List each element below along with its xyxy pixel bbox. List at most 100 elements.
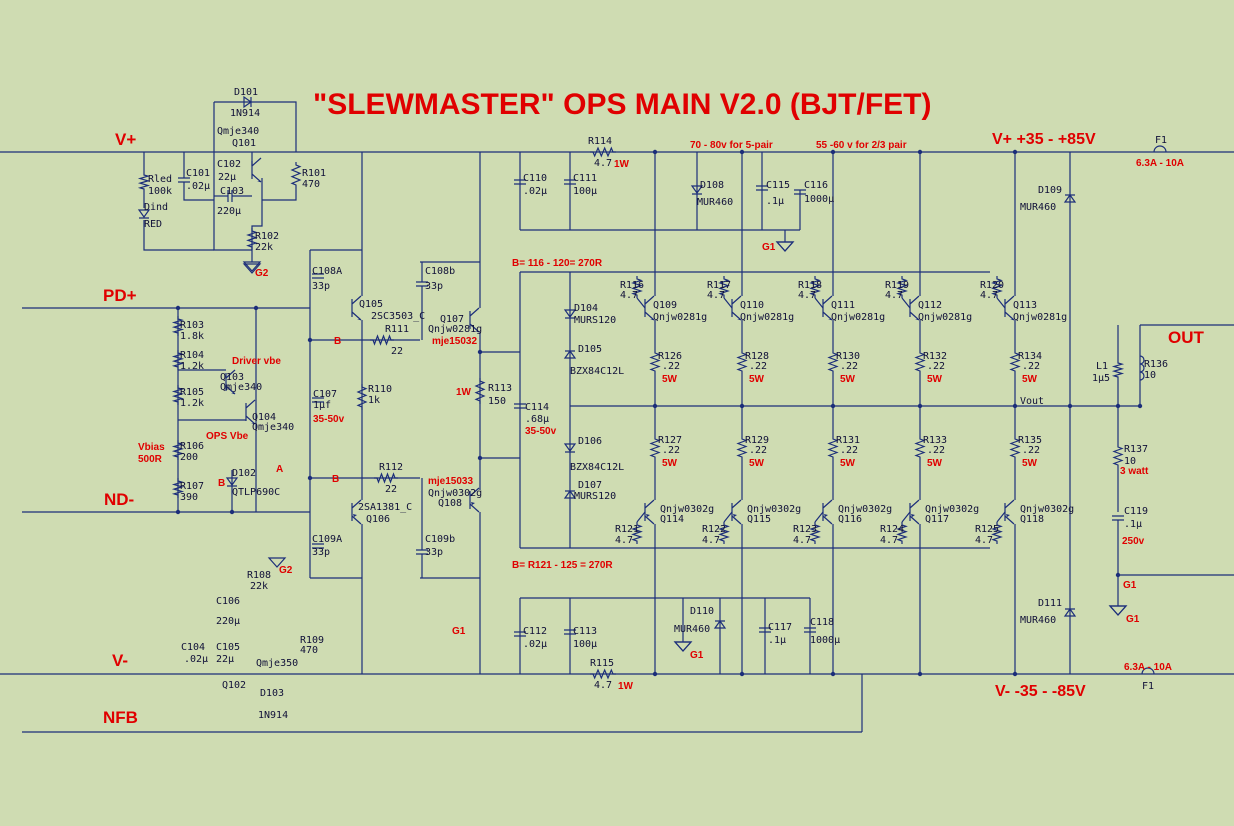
capacitor-c109a: [312, 543, 324, 549]
label-q105: 2SC3503_C: [371, 311, 425, 322]
wire: [183, 182, 214, 201]
label-f1a: F1: [1155, 135, 1167, 146]
label-q109: Q109: [653, 300, 677, 311]
capacitor-c107: [312, 397, 324, 403]
wire: [814, 511, 824, 523]
net-label-vplus: V+: [115, 130, 136, 149]
transistor-q118: [1004, 499, 1015, 525]
label-c107: C107: [313, 389, 337, 400]
label-q117-type: Qnjw0302g: [925, 504, 979, 515]
capacitor-c116: [794, 189, 806, 195]
label-q116-type: Qnjw0302g: [838, 504, 892, 515]
fuse-rating-bottom: 6.3A - 10A: [1124, 662, 1172, 673]
note-vbias-value: 500R: [138, 454, 163, 465]
label-r126-value: .22: [662, 361, 680, 372]
ground-symbol: [267, 557, 287, 568]
label-c105: C105: [216, 642, 240, 653]
label-d101: D101: [234, 87, 258, 98]
label-r121: R121: [615, 524, 639, 535]
diode-dind: [137, 209, 151, 219]
resistor-r128: [736, 350, 748, 374]
transistor-arrow: [257, 181, 261, 182]
label-q112: Q112: [918, 300, 942, 311]
label-r135-value: .22: [1022, 445, 1040, 456]
label-r103: 1.8k: [180, 331, 204, 342]
inductor-l1: [1139, 355, 1145, 381]
resistor-rled: [137, 172, 151, 192]
wire: [996, 511, 1006, 523]
label-r111: 22: [391, 346, 403, 357]
note-b-lower: B= R121 - 125 = 270R: [512, 560, 613, 571]
label-d105: D105: [578, 344, 602, 355]
label-q105: Q105: [359, 299, 383, 310]
transistor-q108: [469, 487, 480, 513]
label-q113-type: Qnjw0281g: [1013, 312, 1067, 323]
label-r121-value: 4.7: [615, 535, 633, 546]
resistor-r110: [356, 384, 368, 410]
label-l1: 1µ5: [1092, 373, 1110, 384]
label-r130: R130: [836, 351, 860, 362]
label-c105: 22µ: [216, 654, 234, 665]
label-r127-value: .22: [662, 445, 680, 456]
note-c107-voltage: 35-50v: [313, 414, 345, 425]
capacitor-c101: [178, 177, 190, 183]
diode-d107: [563, 489, 577, 499]
label-r126: R126: [658, 351, 682, 362]
label-r124-value: 4.7: [880, 535, 898, 546]
transistor-arrow: [251, 423, 255, 424]
ground-label-g1: G1: [762, 242, 776, 253]
note-driver-vbe: Driver vbe: [232, 356, 281, 367]
junction-dot: [917, 149, 923, 155]
net-label-vout: Vout: [1020, 396, 1044, 407]
label-r134: R134: [1018, 351, 1042, 362]
label-r131-value: .22: [840, 445, 858, 456]
rail-label-negative: V- -35 - -85V: [995, 683, 1086, 700]
schematic-title: "SLEWMASTER" OPS MAIN V2.0 (BJT/FET): [313, 88, 932, 121]
label-r119: R119: [885, 280, 909, 291]
transistor-arrow: [353, 514, 357, 517]
label-q115: Q115: [747, 514, 771, 525]
label-c113: 100µ: [573, 639, 597, 650]
label-c106: C106: [216, 596, 240, 607]
transistor-arrow: [231, 393, 235, 394]
wire: [901, 511, 911, 523]
label-r132-value: .22: [927, 361, 945, 372]
label-q116: Q116: [838, 514, 862, 525]
label-r136: R136: [1144, 359, 1168, 370]
transistor-q110: [731, 295, 742, 321]
label-r122-value: 4.7: [702, 535, 720, 546]
label-c117: C117: [768, 622, 792, 633]
label-c108a: C108A: [312, 266, 342, 277]
label-r115: R115: [590, 658, 614, 669]
capacitor-c112: [514, 631, 526, 637]
wire: [996, 297, 1006, 309]
fuse-symbol: [1141, 667, 1155, 675]
label-r137: 10: [1124, 456, 1136, 467]
label-d103: 1N914: [258, 710, 288, 721]
transistor-q106: [351, 499, 362, 525]
transistor-q114: [644, 499, 655, 525]
label-c113: C113: [573, 626, 597, 637]
label-c119: .1µ: [1124, 519, 1142, 530]
label-d110: D110: [690, 606, 714, 617]
transistor-arrow: [650, 319, 654, 320]
resistor-r126: [649, 350, 661, 374]
label-r134-wattage: 5W: [1022, 374, 1038, 385]
wire: [636, 511, 646, 523]
ground-label-g1: G1: [1126, 614, 1140, 625]
label-r106: R106: [180, 441, 204, 452]
resistor-r131: [827, 436, 839, 460]
diode-d111: [1063, 607, 1077, 617]
label-c115: C115: [766, 180, 790, 191]
resistor-r135: [1009, 436, 1021, 460]
label-r123: R123: [793, 524, 817, 535]
net-label-a: A: [276, 464, 283, 475]
resistor-r132: [914, 350, 926, 374]
net-label-out: OUT: [1168, 328, 1205, 347]
transistor-q101: [251, 157, 262, 183]
junction-dot: [1012, 149, 1018, 155]
net-label-ndminus: ND-: [104, 490, 134, 509]
label-c108b: 33p: [425, 281, 443, 292]
label-c104: C104: [181, 642, 205, 653]
ground-symbol: [1108, 605, 1128, 616]
